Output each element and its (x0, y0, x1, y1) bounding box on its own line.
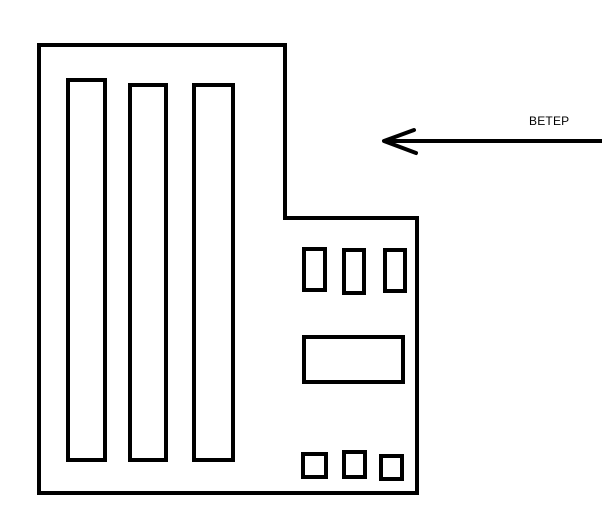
tall-room-1 (66, 78, 107, 462)
small-room-bottom-2 (342, 450, 367, 479)
small-room-top-3 (383, 248, 407, 293)
small-room-top-1 (302, 247, 327, 292)
tall-room-2 (128, 83, 168, 462)
wind-label: ВЕТЕР (529, 114, 570, 128)
building-outline (37, 43, 419, 495)
wind-arrow-icon (382, 128, 602, 155)
small-room-bottom-1 (301, 452, 328, 479)
wide-room (302, 335, 405, 384)
small-room-top-2 (342, 248, 366, 295)
tall-room-3 (192, 83, 235, 462)
small-room-bottom-3 (379, 454, 404, 481)
